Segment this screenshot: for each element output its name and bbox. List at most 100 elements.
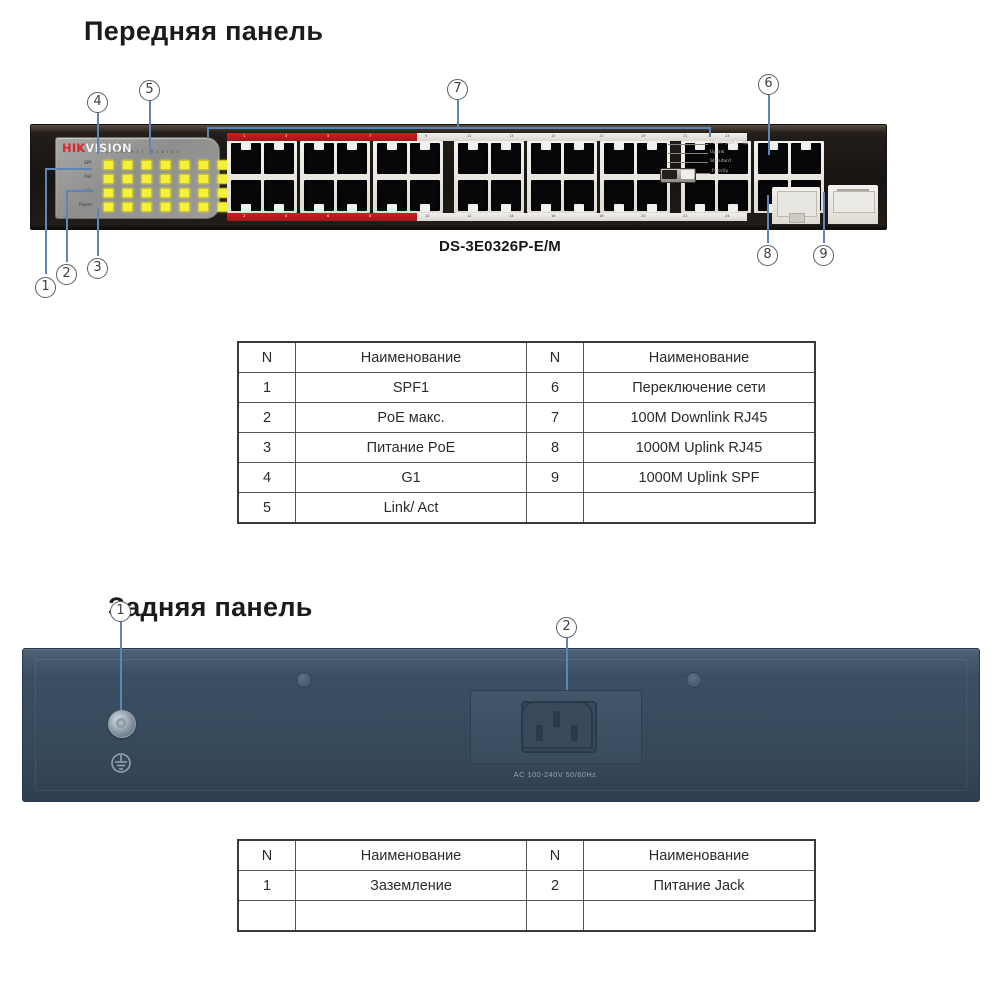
port-row-bottom bbox=[529, 180, 595, 212]
port-group[interactable] bbox=[300, 141, 370, 213]
cell-n: 1 bbox=[237, 870, 296, 901]
callout-6: 6 bbox=[758, 74, 779, 95]
rj45-port[interactable] bbox=[790, 142, 821, 174]
rj45-port[interactable] bbox=[303, 142, 334, 174]
rj45-port[interactable] bbox=[636, 180, 667, 212]
led bbox=[198, 187, 209, 198]
callout-4: 4 bbox=[87, 92, 108, 113]
port-number: 6 bbox=[327, 214, 330, 218]
rj45-port[interactable] bbox=[757, 142, 788, 174]
led bbox=[179, 201, 190, 212]
rj45-port[interactable] bbox=[336, 180, 367, 212]
led bbox=[141, 201, 152, 212]
rj45-port[interactable] bbox=[376, 142, 407, 174]
port-row-bottom bbox=[683, 180, 749, 212]
header-name-right: Наименование bbox=[583, 341, 816, 373]
port-row-bottom bbox=[602, 180, 668, 212]
cell-n: 4 bbox=[237, 462, 296, 493]
rj45-port[interactable] bbox=[563, 180, 594, 212]
rj45-port[interactable] bbox=[717, 180, 748, 212]
led bbox=[122, 201, 133, 212]
rj45-port[interactable] bbox=[263, 180, 294, 212]
port-group[interactable] bbox=[227, 141, 297, 213]
rj45-port[interactable] bbox=[230, 142, 261, 174]
rj45-port[interactable] bbox=[457, 142, 488, 174]
rj45-port[interactable] bbox=[409, 142, 440, 174]
leader-line-2-h bbox=[66, 190, 94, 193]
port-number: 7 bbox=[369, 134, 372, 138]
port-group[interactable] bbox=[373, 141, 443, 213]
port-number: 11 bbox=[467, 134, 472, 138]
led bbox=[160, 187, 171, 198]
rj45-port[interactable] bbox=[490, 180, 521, 212]
cell-name: SPF1 bbox=[295, 372, 527, 403]
header-n-right: N bbox=[526, 341, 584, 373]
rj45-port[interactable] bbox=[303, 180, 334, 212]
hikvision-logo: HIKVISION bbox=[62, 141, 132, 155]
port-number: 15 bbox=[551, 134, 556, 138]
port-row-bottom bbox=[229, 180, 295, 212]
port-number: 5 bbox=[327, 134, 330, 138]
led bbox=[122, 159, 133, 170]
rj45-port[interactable] bbox=[603, 180, 634, 212]
cell-n: 3 bbox=[237, 432, 296, 463]
ac-pin-line bbox=[536, 725, 543, 741]
dip-leader-4 bbox=[696, 173, 710, 174]
leader-line-3 bbox=[97, 208, 100, 256]
cell-n: 6 bbox=[526, 372, 584, 403]
dip-switch-on-side bbox=[681, 170, 694, 179]
table-row: 1 Заземление 2 Питание Jack bbox=[237, 870, 816, 901]
header-name-right: Наименование bbox=[583, 839, 816, 871]
rj45-port[interactable] bbox=[457, 180, 488, 212]
port-number: 10 bbox=[425, 214, 430, 218]
ground-symbol-icon bbox=[111, 753, 131, 773]
led bbox=[103, 187, 114, 198]
rj45-port[interactable] bbox=[230, 180, 261, 212]
cell-n bbox=[526, 492, 584, 524]
rj45-port[interactable] bbox=[336, 142, 367, 174]
port-number: 1 bbox=[243, 134, 246, 138]
port-group[interactable] bbox=[454, 141, 524, 213]
uplink-sfp-slot[interactable] bbox=[828, 185, 878, 229]
port-row-bottom bbox=[375, 180, 441, 212]
port-number: 8 bbox=[369, 214, 372, 218]
uplink-rj45-port[interactable] bbox=[772, 187, 820, 227]
rj45-port[interactable] bbox=[684, 180, 715, 212]
cell-n: 2 bbox=[526, 870, 584, 901]
port-number: 22 bbox=[683, 214, 688, 218]
grounding-screw[interactable] bbox=[108, 710, 136, 738]
ac-rating-label: AC 100-240V 50/60Hz bbox=[513, 770, 597, 779]
port-row-top bbox=[375, 142, 441, 174]
rj45-port[interactable] bbox=[563, 142, 594, 174]
leader-line-9 bbox=[823, 192, 826, 243]
rj45-port[interactable] bbox=[530, 180, 561, 212]
rear-callout-1: 1 bbox=[110, 601, 131, 622]
callout-7: 7 bbox=[447, 79, 468, 100]
rj45-port[interactable] bbox=[263, 142, 294, 174]
cell-n bbox=[237, 900, 296, 932]
port-number: 21 bbox=[683, 134, 688, 138]
front-panel-title: Передняя панель bbox=[84, 16, 324, 46]
rj45-port[interactable] bbox=[603, 142, 634, 174]
led bbox=[103, 159, 114, 170]
cell-n: 5 bbox=[237, 492, 296, 524]
port-group[interactable] bbox=[600, 141, 670, 213]
rj45-port[interactable] bbox=[490, 142, 521, 174]
network-mode-dip-switch[interactable] bbox=[660, 168, 696, 183]
dip-label-priority: Priority bbox=[712, 169, 729, 174]
port-number: 13 bbox=[509, 134, 514, 138]
led bbox=[198, 201, 209, 212]
rj45-port[interactable] bbox=[717, 142, 748, 174]
rj45-port[interactable] bbox=[409, 180, 440, 212]
dip-leader-2 bbox=[668, 153, 708, 154]
leader-line-1 bbox=[45, 168, 48, 274]
led bbox=[160, 201, 171, 212]
dip-leader-3 bbox=[668, 162, 708, 163]
ac-power-socket[interactable] bbox=[521, 701, 597, 753]
led bbox=[141, 187, 152, 198]
rj45-port[interactable] bbox=[376, 180, 407, 212]
header-n-right: N bbox=[526, 839, 584, 871]
rj45-port[interactable] bbox=[530, 142, 561, 174]
port-number: 9 bbox=[425, 134, 428, 138]
port-group[interactable] bbox=[527, 141, 597, 213]
